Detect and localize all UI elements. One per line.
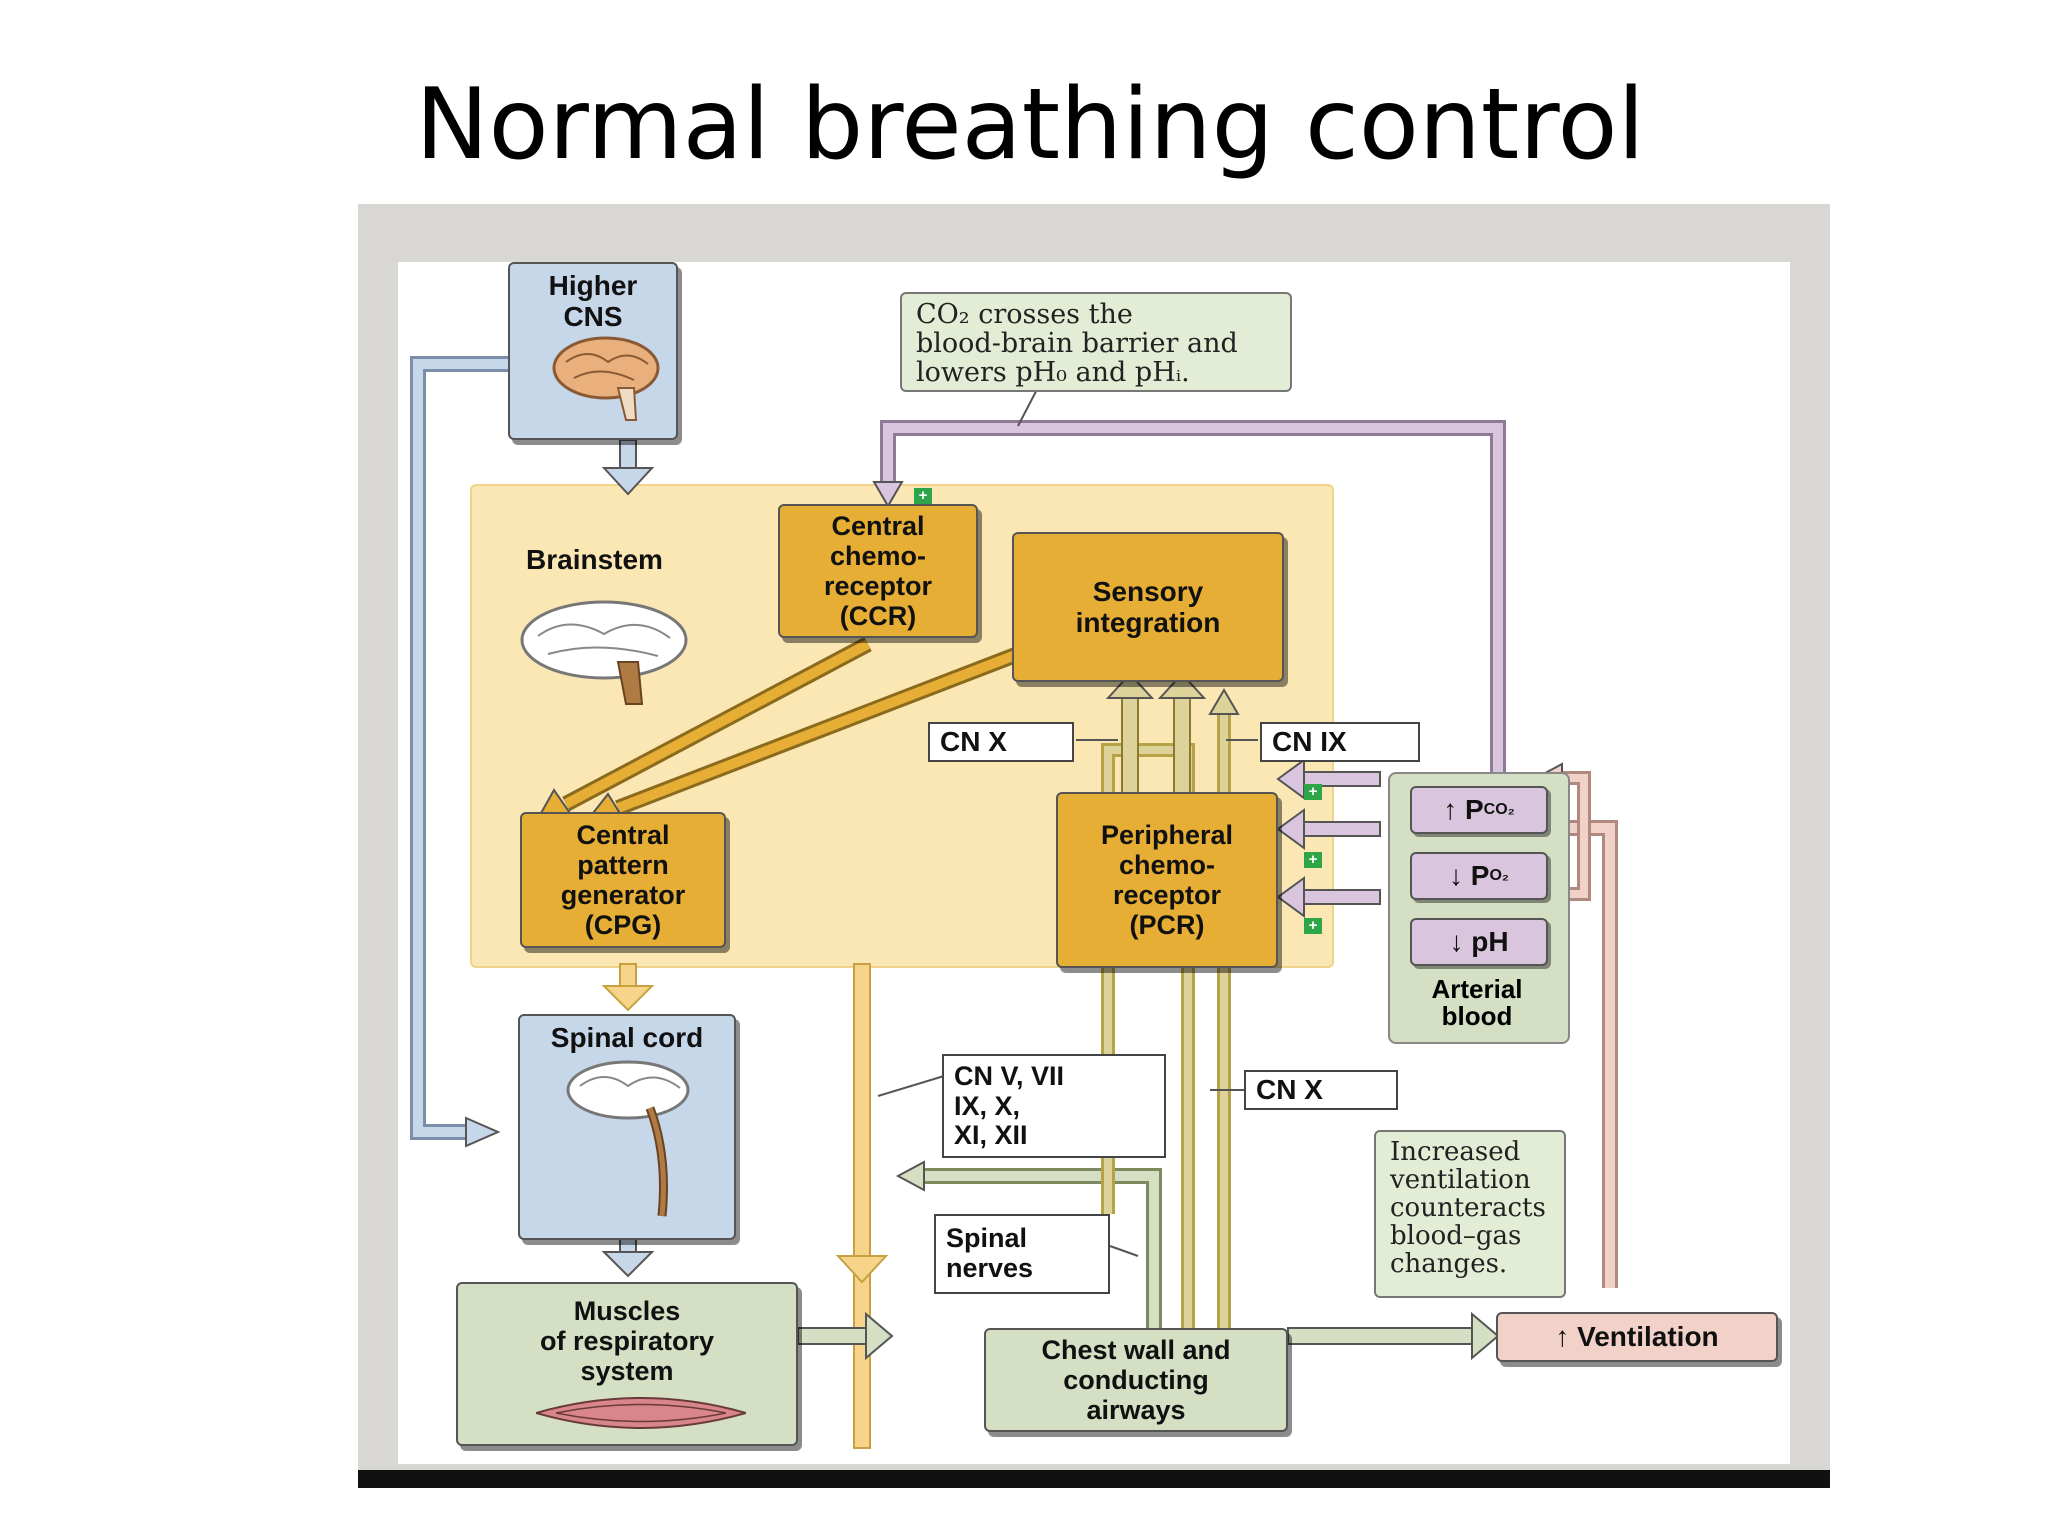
slide-title: Normal breathing control [415,68,1645,182]
ph-label: ↓ pH [1449,926,1509,958]
spinal-cord-box: Spinal cord [518,1014,736,1240]
higher-cns-to-spinal-arrow [410,356,508,1140]
diagram-figure: Higher CNS Brainstem Central chemo- rece… [358,204,1830,1486]
brainstem-label: Brainstem [526,544,663,575]
ccr-box: Central chemo- receptor (CCR) [778,504,978,638]
cn-x-mid-label: CN X [1244,1070,1398,1110]
po2-subscript: O₂ [1489,867,1510,885]
cpg-label: Central pattern generator (CPG) [560,819,686,941]
pcr-label: Peripheral chemo- receptor (PCR) [1100,819,1234,941]
muscle-icon [536,1397,746,1429]
muscles-box: Muscles of respiratory system [456,1282,798,1446]
pco2-label: ↑ P [1443,794,1484,826]
stimulus-plus-icon: + [1304,918,1322,934]
stimulus-plus-icon: + [1304,852,1322,868]
sensory-integration-box: Sensory integration [1012,532,1284,682]
chest-wall-label: Chest wall and conducting airways [1041,1334,1231,1426]
arrowhead [465,1116,501,1148]
cn-ix-label: CN IX [1260,722,1420,762]
co2-note: CO₂ crosses the blood-brain barrier and … [900,292,1292,392]
stimulus-plus-icon: + [1304,784,1322,800]
arterial-blood-label: Arterial blood [1431,974,1523,1032]
brainstem-icon [520,600,688,705]
spinal-cord-label: Spinal cord [550,1022,704,1053]
ventilation-note: Increased ventilation counteracts blood–… [1374,1130,1566,1298]
ventilation-box: ↑ Ventilation [1496,1312,1778,1362]
chest-wall-box: Chest wall and conducting airways [984,1328,1288,1432]
higher-cns-label: Higher CNS [548,270,638,333]
cranial-nerves-label: CN V, VII IX, X, XI, XII [942,1054,1166,1158]
pco2-subscript: CO₂ [1483,801,1515,819]
cpg-box: Central pattern generator (CPG) [520,812,726,948]
stimulus-plus-icon: + [914,488,932,504]
ventilation-label: ↑ Ventilation [1555,1321,1719,1353]
ccr-label: Central chemo- receptor (CCR) [823,510,933,632]
pcr-box: Peripheral chemo- receptor (PCR) [1056,792,1278,968]
sensory-label: Sensory integration [1075,575,1221,638]
spinal-cord-icon [566,1060,690,1217]
spinal-nerves-label: Spinal nerves [934,1214,1110,1294]
ph-box: ↓ pH [1410,918,1548,966]
arrowhead [601,467,655,496]
figure-bottom-bar [358,1470,1830,1488]
muscles-label: Muscles of respiratory system [539,1296,715,1387]
brain-icon [552,336,660,421]
cn-x-top-label: CN X [928,722,1074,762]
po2-label: ↓ P [1448,860,1490,892]
